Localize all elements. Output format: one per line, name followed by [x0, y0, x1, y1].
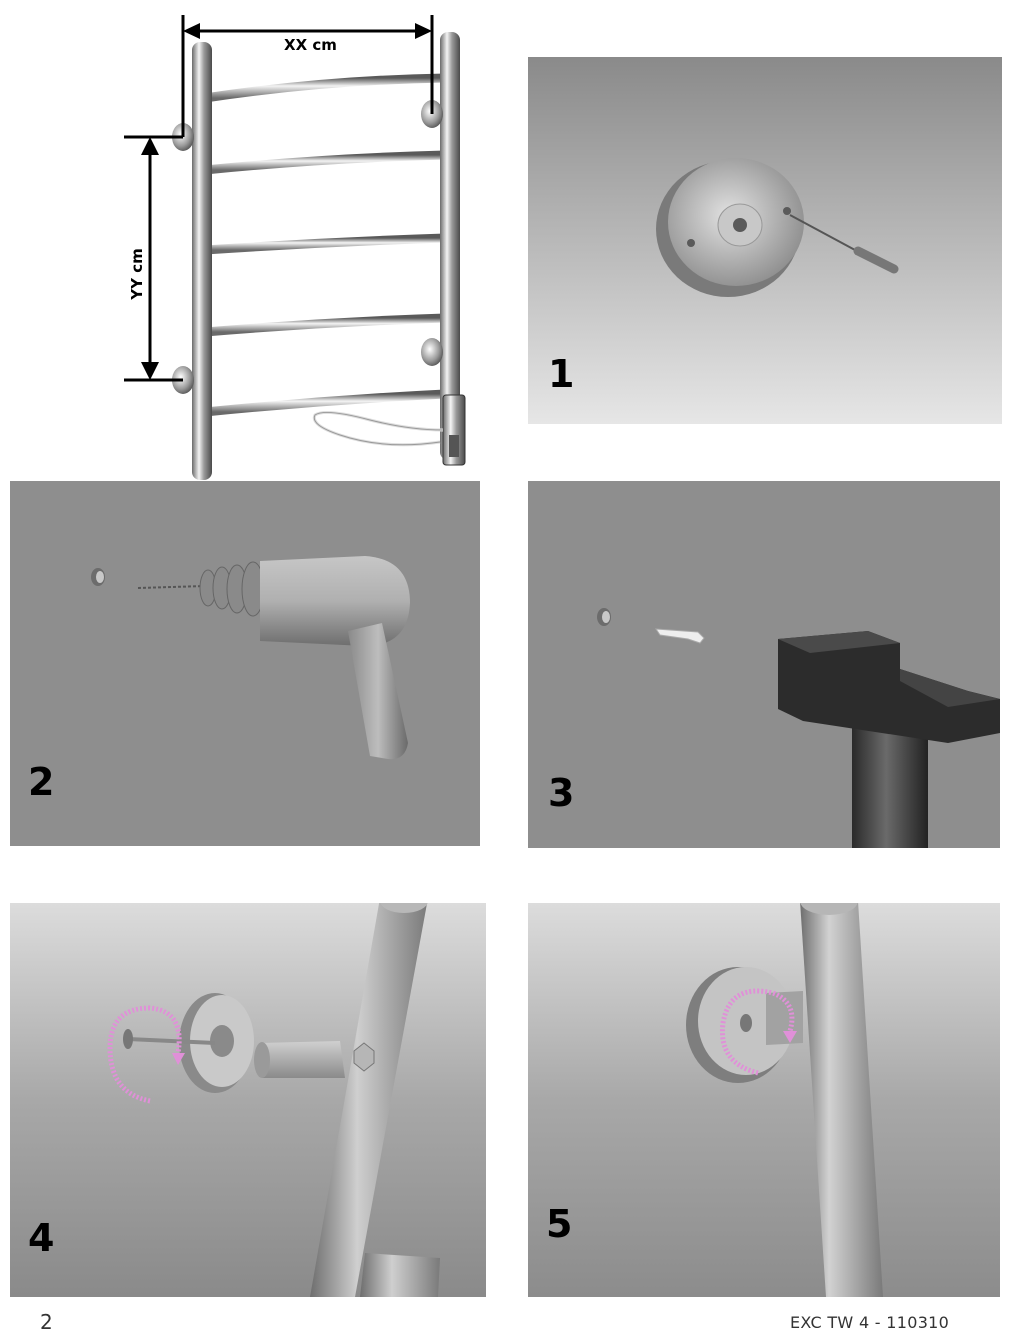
step-5-illustration: [528, 903, 1000, 1297]
step-3-panel: 3: [528, 481, 1000, 848]
page-number: 2: [40, 1310, 53, 1334]
height-dimension-label: YY cm: [128, 248, 146, 300]
step-5-panel: 5: [528, 903, 1000, 1297]
towel-rail-diagram: XX cm YY cm: [110, 10, 490, 485]
step-1-illustration: [528, 57, 1002, 424]
step-number-5: 5: [546, 1202, 573, 1246]
width-dimension-label: XX cm: [280, 36, 341, 54]
step-1-panel: 1: [528, 57, 1002, 424]
step-number-3: 3: [548, 771, 575, 815]
step-2-panel: 2: [10, 481, 480, 846]
towel-rail-illustration: [124, 15, 466, 480]
step-number-1: 1: [548, 352, 575, 396]
step-4-panel: 4: [10, 903, 486, 1297]
document-code: EXC TW 4 - 110310: [790, 1313, 950, 1332]
step-3-illustration: [528, 481, 1000, 848]
step-number-4: 4: [28, 1216, 55, 1260]
step-number-2: 2: [28, 760, 55, 804]
step-4-illustration: [10, 903, 486, 1297]
step-2-illustration: [10, 481, 480, 846]
